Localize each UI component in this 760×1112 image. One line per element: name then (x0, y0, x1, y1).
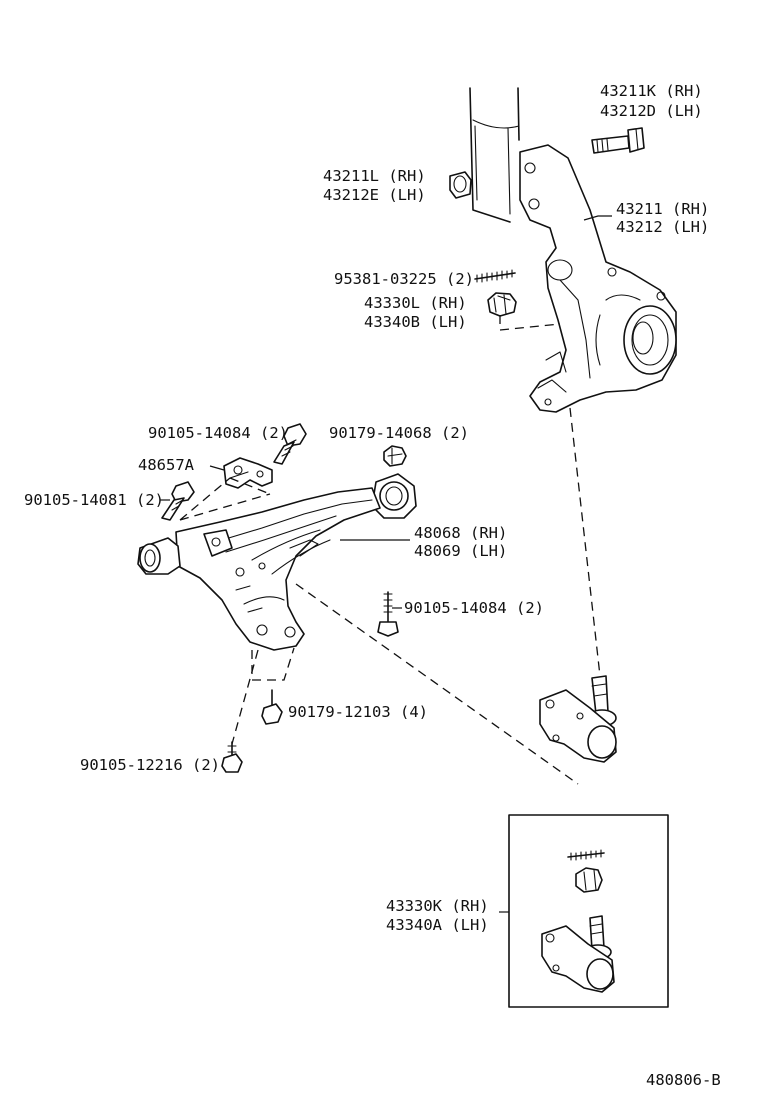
kit-ball-joint (541, 915, 615, 993)
label-ball-nut-rh: 43330L (RH) (364, 294, 467, 312)
leader-knuckle-balljoint (569, 407, 601, 677)
diagram-code: 480806-B (646, 1071, 721, 1089)
kit-cotter-pin (567, 849, 605, 861)
label-ball-joint-rh: 43330K (RH) (386, 897, 489, 915)
ball-joint-main (539, 675, 617, 763)
castle-nut-top (487, 292, 517, 317)
cotter-pin-top (474, 269, 516, 283)
label-knuckle-rh: 43211 (RH) (616, 200, 709, 218)
label-cotter-pin: 95381-03225 (2) (334, 270, 474, 288)
label-knuckle-nut-lh: 43212E (LH) (323, 186, 426, 204)
label-ball-nut-lh: 43340B (LH) (364, 313, 467, 331)
strut-tube (469, 87, 520, 223)
label-bolt-14084-top: 90105-14084 (2) (148, 424, 288, 442)
label-bolt-12216: 90105-12216 (2) (80, 756, 220, 774)
bolt-14081 (161, 481, 195, 521)
leader-bracket (179, 477, 271, 521)
bolt-14084-mid (377, 591, 399, 637)
knuckle-bolt (591, 127, 645, 154)
kit-castle-nut (575, 867, 603, 893)
leader-knuckle (583, 215, 612, 221)
leader-nut-knuckle (499, 315, 561, 331)
leader-arm-lowerbolt (231, 649, 259, 745)
label-nut-12103: 90179-12103 (4) (288, 703, 428, 721)
label-ball-joint-lh: 43340A (LH) (386, 916, 489, 934)
label-bracket: 48657A (138, 456, 195, 474)
label-knuckle-bolt-rh: 43211K (RH) (600, 82, 703, 100)
nut-12103 (261, 689, 283, 725)
label-nut-14068: 90179-14068 (2) (329, 424, 469, 442)
label-arm-lh: 48069 (LH) (414, 542, 507, 560)
bolt-14084-top (273, 423, 307, 465)
label-knuckle-lh: 43212 (LH) (616, 218, 709, 236)
leader-arm-bolts (251, 647, 295, 681)
bolt-12216 (221, 741, 243, 773)
label-bolt-14084-mid: 90105-14084 (2) (404, 599, 544, 617)
label-knuckle-bolt-lh: 43212D (LH) (600, 102, 703, 120)
label-arm-rh: 48068 (RH) (414, 524, 507, 542)
steering-knuckle (519, 144, 677, 413)
leader-arm-balljoint (295, 583, 579, 785)
kit-box (508, 814, 669, 1008)
leader-bracket-label (209, 465, 225, 471)
label-bolt-14081: 90105-14081 (2) (24, 491, 164, 509)
lower-control-arm (137, 473, 417, 651)
label-knuckle-nut-rh: 43211L (RH) (323, 167, 426, 185)
nut-14068 (383, 445, 407, 467)
knuckle-nut (449, 171, 472, 199)
bracket-48657a (223, 457, 273, 489)
